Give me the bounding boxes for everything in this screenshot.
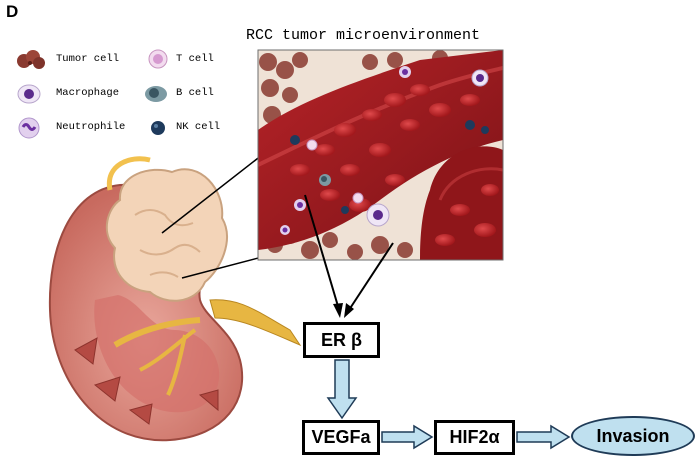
legend-label-bcell: B cell [176,87,214,99]
tumor-cell-icon [17,50,45,69]
connector-line-top [161,154,263,234]
nk-cell-icon [151,121,165,135]
node-er-beta: ER β [303,322,380,358]
t-cell-icon [148,49,168,69]
legend-label-tumor: Tumor cell [56,53,120,65]
legend-label-neutrophile: Neutrophile [56,121,126,133]
b-cell-icon [145,86,167,102]
tumor-microenvironment-illustration [258,50,503,260]
arrowhead-micro-to-erb-right [344,303,354,318]
legend-label-macrophage: Macrophage [56,87,120,99]
arrow-micro-to-erb-left [304,194,341,314]
arrow-vegfa-to-hif [381,424,434,450]
arrow-erb-to-vegfa [326,359,358,420]
node-hif2a: HIF2α [434,420,515,455]
arrow-hif-to-invasion [516,424,571,450]
legend-label-tcell: T cell [176,53,214,65]
macrophage-icon [17,84,41,104]
node-vegfa: VEGFa [302,420,380,455]
diagram-title: RCC tumor microenvironment [246,27,481,44]
neutrophile-icon [18,117,40,139]
legend-label-nkcell: NK cell [176,121,221,133]
node-invasion: Invasion [571,416,695,456]
kidney-illustration [48,156,302,442]
arrow-micro-to-erb-right [346,242,394,314]
microenvironment-frame [257,49,504,261]
arrowhead-micro-to-erb-left [333,303,343,318]
panel-letter: D [6,2,19,21]
